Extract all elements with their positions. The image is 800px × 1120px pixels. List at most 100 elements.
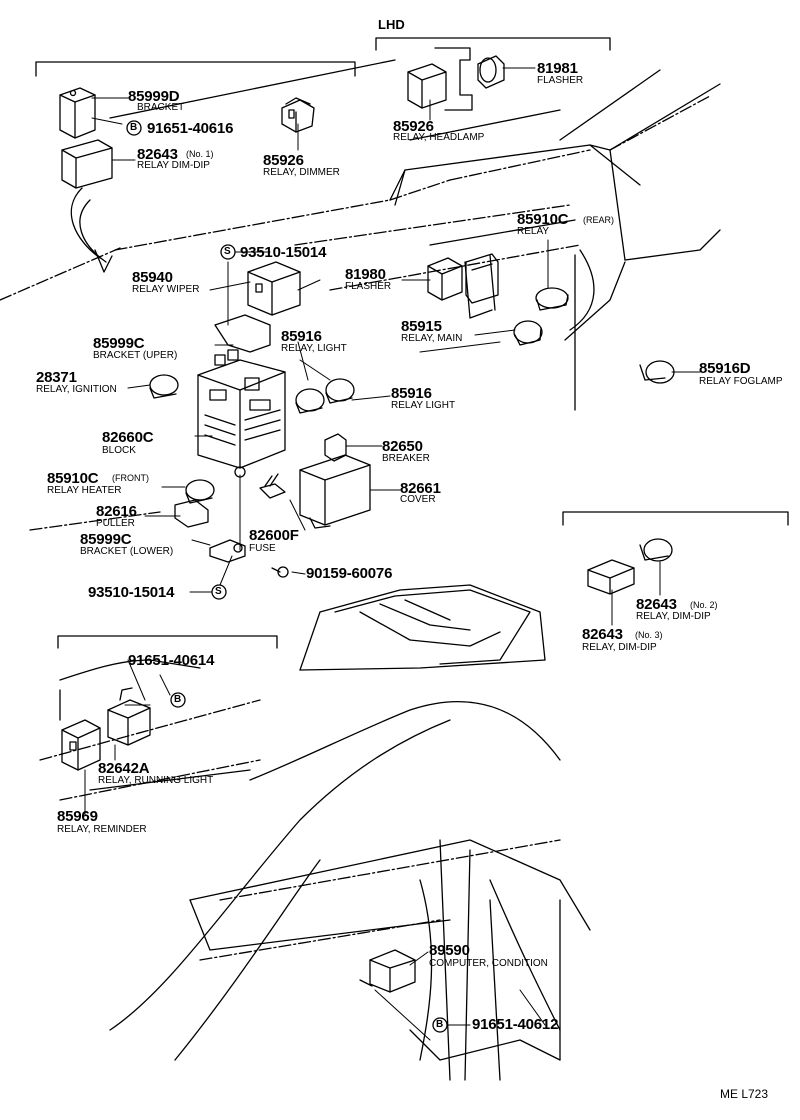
- part-number-label: 91651-40612: [472, 1016, 559, 1033]
- part-number-label: 82660C: [102, 429, 154, 446]
- part-number-label: 85969: [57, 808, 98, 825]
- leader-lines: [84, 67, 701, 1041]
- part-description-label: RELAY, HEADLAMP: [393, 132, 485, 143]
- part-description-label: BREAKER: [382, 453, 430, 464]
- wiper-relay-shape: [247, 261, 301, 316]
- part-description-label: BRACKET (LOWER): [80, 546, 174, 557]
- marker-b-letter: B: [436, 1019, 444, 1030]
- part-description-label: RELAY: [517, 226, 550, 237]
- part-number-label: 91651-40616: [147, 120, 234, 137]
- part-description-label: RELAY LIGHT: [391, 400, 456, 411]
- relay-dim-dip-no3-shape: [587, 559, 635, 595]
- part-number-label: 91651-40614: [128, 652, 215, 669]
- marker-b-letter: B: [174, 694, 182, 705]
- flasher-81980-shape: [427, 253, 499, 304]
- part-number-label: 85916: [391, 385, 432, 402]
- part-description-label: RELAY, MAIN: [401, 333, 463, 344]
- part-number-label: 82650: [382, 438, 423, 455]
- part-suffix-label: (FRONT): [112, 473, 149, 483]
- part-number-label: 85999C: [93, 335, 145, 352]
- part-number-label: 85910C: [47, 470, 99, 487]
- dashboard-outline: [0, 95, 711, 531]
- part-description-label: RELAY WIPER: [132, 284, 200, 295]
- fuse-shape: [259, 473, 286, 499]
- part-number-label: 82643: [636, 596, 677, 613]
- part-description-label: RELAY, IGNITION: [36, 384, 117, 395]
- part-description-label: COMPUTER, CONDITION: [429, 958, 548, 969]
- part-number-label: 93510-15014: [240, 244, 327, 261]
- part-number-label: 82616: [96, 503, 137, 520]
- part-number-label: 28371: [36, 369, 77, 386]
- part-number-label: 82600F: [249, 527, 299, 544]
- marker-s-letter: S: [224, 246, 231, 257]
- part-number-label: 81981: [537, 60, 578, 77]
- part-number-label: 85916: [281, 328, 322, 345]
- relay-85910c-rear-shape: [535, 287, 569, 311]
- part-description-label: RELAY DIM-DIP: [137, 160, 210, 171]
- part-suffix-label: (No. 1): [186, 149, 214, 159]
- part-description-label: RELAY, RUNNING LIGHT: [98, 775, 214, 786]
- part-suffix-label: (No. 3): [635, 630, 663, 640]
- section-bracket-lines: [35, 37, 789, 649]
- part-number-label: 82643: [137, 146, 178, 163]
- part-number-label: 85999D: [128, 88, 180, 105]
- arrow-indicator: [70, 187, 113, 273]
- part-number-label: 85916D: [699, 360, 751, 377]
- breaker-shape: [324, 433, 347, 462]
- part-number-label: 81980: [345, 266, 386, 283]
- relay-heater-shape: [185, 479, 215, 504]
- part-description-label: FLASHER: [345, 281, 392, 292]
- relay-dim-dip-no2-shape: [639, 538, 673, 562]
- part-description-label: RELAY, DIMMER: [263, 167, 340, 178]
- part-number-label: 85910C: [517, 211, 569, 228]
- lhd-section-title: LHD: [378, 17, 405, 32]
- relay-dim-dip-no1-shape: [61, 139, 113, 189]
- dashboard-panel: [109, 59, 721, 411]
- part-number-label: 85915: [401, 318, 442, 335]
- relay-light-pair-shape: [295, 378, 355, 414]
- part-description-label: BLOCK: [102, 445, 136, 456]
- part-number-label: 85999C: [80, 531, 132, 548]
- relay-main-shape: [513, 320, 543, 346]
- relay-ignition-shape: [149, 374, 179, 399]
- part-description-label: COVER: [400, 494, 436, 505]
- part-number-label: 90159-60076: [306, 565, 393, 582]
- relay-dimmer-shape: [281, 97, 315, 133]
- lower-body-dashed: [39, 699, 561, 961]
- reminder-relay-shape: [61, 719, 101, 771]
- running-light-relay-shape: [107, 687, 151, 746]
- part-suffix-label: (No. 2): [690, 600, 718, 610]
- part-description-label: PULLER: [96, 518, 135, 529]
- part-description-label: FLASHER: [537, 75, 584, 86]
- condition-computer-shape: [359, 949, 416, 993]
- part-description-label: RELAY HEATER: [47, 485, 122, 496]
- part-number-label: 85926: [393, 118, 434, 135]
- junction-block-shape: [197, 314, 286, 478]
- diagram-code-label: ME L723: [720, 1087, 769, 1101]
- puller-shape: [174, 499, 209, 528]
- relay-foglamp-shape: [639, 360, 675, 384]
- bracket-lower-shape: [209, 539, 246, 563]
- screw-90159-shape: [271, 566, 289, 578]
- part-description-label: RELAY, DIM-DIP: [582, 642, 657, 653]
- part-number-label: 93510-15014: [88, 584, 175, 601]
- cover-shape: [299, 454, 371, 529]
- part-description-label: BRACKET (UPER): [93, 350, 178, 361]
- part-number-label: 82643: [582, 626, 623, 643]
- part-description-label: RELAY, LIGHT: [281, 343, 347, 354]
- part-description-label: RELAY FOGLAMP: [699, 376, 783, 387]
- part-description-label: FUSE: [249, 543, 276, 554]
- bracket-85999d-shape: [59, 87, 96, 139]
- headlamp-relay-assembly-shape: [407, 47, 505, 111]
- part-number-label: 82642A: [98, 760, 150, 777]
- part-number-label: 82661: [400, 480, 441, 497]
- part-number-label: 89590: [429, 942, 470, 959]
- part-suffix-label: (REAR): [583, 215, 614, 225]
- part-description-label: RELAY, REMINDER: [57, 824, 147, 835]
- part-description-label: BRACKET: [137, 102, 185, 113]
- lower-body-outline: [59, 584, 591, 1081]
- marker-b-letter: B: [130, 122, 138, 133]
- marker-circles: [126, 120, 448, 1033]
